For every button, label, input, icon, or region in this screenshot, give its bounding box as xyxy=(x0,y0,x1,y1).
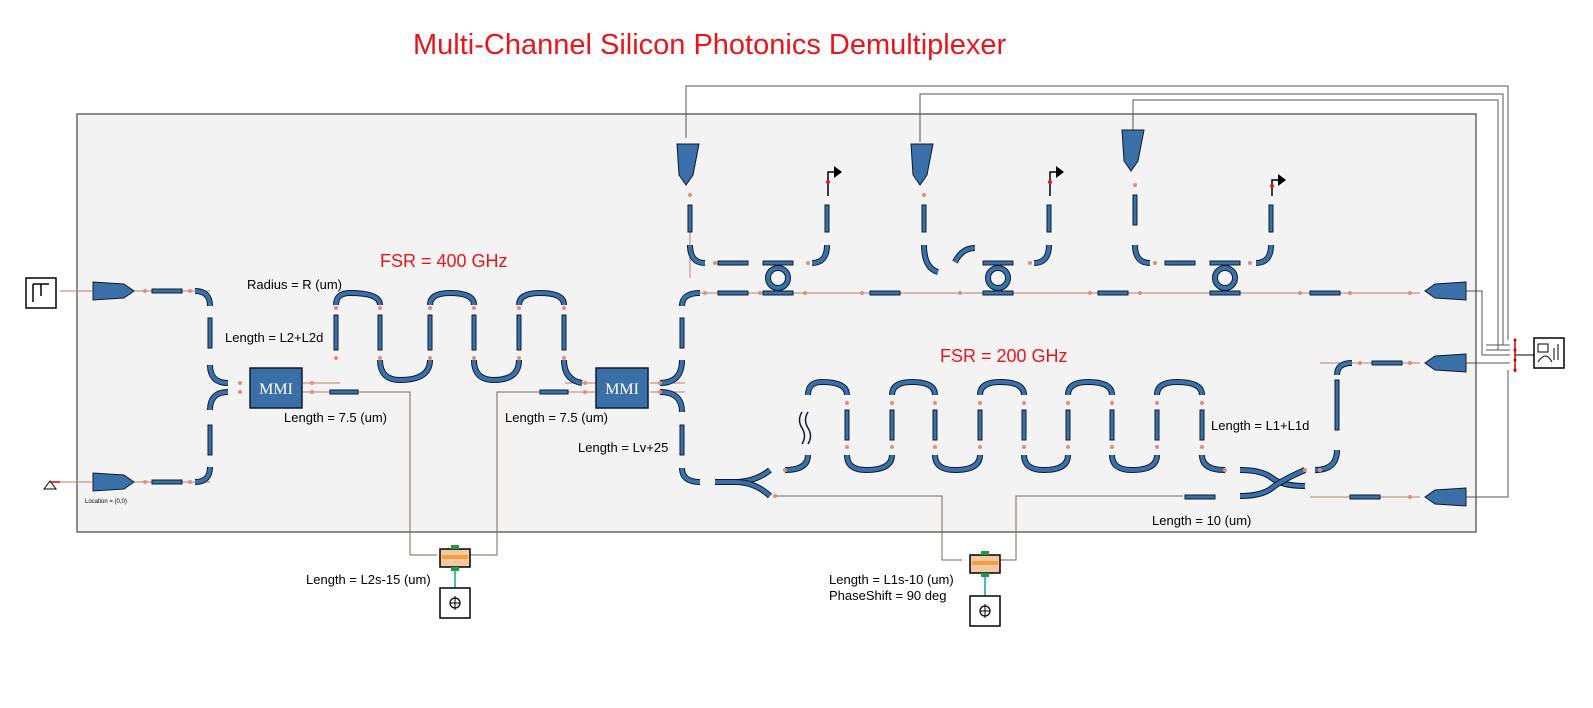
fsr-200-label: FSR = 200 GHz xyxy=(940,346,1068,366)
grating-coupler-out-2 xyxy=(1424,353,1467,373)
monitor-wires xyxy=(685,85,1510,498)
phase-shift-label: PhaseShift = 90 deg xyxy=(829,588,946,603)
grating-coupler-out-1 xyxy=(1424,281,1467,301)
length-l1-label: Length = L1+L1d xyxy=(1211,418,1309,433)
length-10-label: Length = 10 (um) xyxy=(1152,513,1251,528)
grating-coupler-top-1 xyxy=(676,143,700,186)
location-label: Location = (0,0) xyxy=(85,499,127,505)
length-75-b-label: Length = 7.5 (um) xyxy=(505,410,608,425)
phase-shifter-1 xyxy=(439,545,471,619)
length-75-a-label: Length = 7.5 (um) xyxy=(284,410,387,425)
port-dots xyxy=(143,183,1412,499)
ring-resonator-2 xyxy=(982,260,1014,296)
length-l2-label: Length = L2+L2d xyxy=(225,330,323,345)
grating-coupler-in-1 xyxy=(92,281,135,301)
circuit-panel xyxy=(76,113,1477,533)
grating-coupler-out-3 xyxy=(1424,487,1467,507)
length-l1s-label: Length = L1s-10 (um) xyxy=(829,572,954,587)
ring-resonators xyxy=(762,260,1241,296)
grating-coupler-in-2 xyxy=(92,472,135,492)
mmi-1: MMI xyxy=(249,367,303,409)
fsr-400-label: FSR = 400 GHz xyxy=(380,251,508,271)
waveguide-bends xyxy=(194,244,1353,499)
length-lv-label: Length = Lv+25 xyxy=(578,440,668,455)
ring-resonator-1 xyxy=(762,260,794,296)
grating-coupler-top-2 xyxy=(910,143,934,186)
length-l2s-label: Length = L2s-15 (um) xyxy=(306,572,431,587)
grating-coupler-top-3 xyxy=(1121,129,1145,172)
ground-marker xyxy=(43,480,60,490)
output-arrows xyxy=(826,166,1286,196)
straight-waveguides xyxy=(151,194,1403,500)
mmi-2-label: MMI xyxy=(605,381,639,398)
diagram-title: Multi-Channel Silicon Photonics Demultip… xyxy=(413,29,1006,61)
optical-source xyxy=(25,277,57,309)
mmi-2: MMI xyxy=(595,367,649,409)
radius-label: Radius = R (um) xyxy=(247,277,342,292)
optical-network-analyzer xyxy=(1513,337,1565,372)
grating-couplers xyxy=(92,129,1467,507)
phase-shifter-2 xyxy=(969,551,1001,627)
mmi-1-label: MMI xyxy=(259,381,293,398)
ring-resonator-3 xyxy=(1209,260,1241,296)
